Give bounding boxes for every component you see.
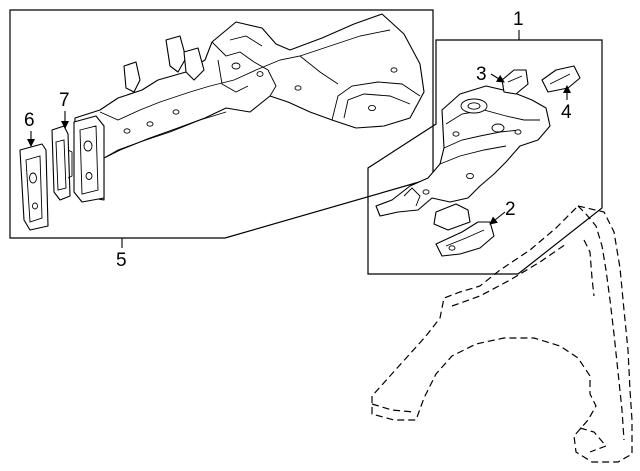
callout-5[interactable]: 5 xyxy=(116,238,127,271)
callout-3[interactable]: 3 xyxy=(476,64,505,85)
svg-text:2: 2 xyxy=(505,199,516,220)
front-sub-frame-assembly[interactable] xyxy=(375,85,551,231)
right-group-frame xyxy=(367,39,603,275)
svg-text:1: 1 xyxy=(513,9,524,30)
svg-text:7: 7 xyxy=(59,90,70,111)
closing-plate-part-6[interactable] xyxy=(19,143,49,231)
callout-1[interactable]: 1 xyxy=(513,9,524,40)
callout-2[interactable]: 2 xyxy=(489,199,516,225)
callout-6[interactable]: 6 xyxy=(24,110,35,147)
bracket-part-2[interactable] xyxy=(435,221,495,257)
reinforcement-part-7[interactable] xyxy=(51,125,73,201)
svg-text:6: 6 xyxy=(24,110,35,131)
front-side-member-assembly[interactable] xyxy=(73,13,425,203)
callout-4[interactable]: 4 xyxy=(561,85,572,123)
fender-outline xyxy=(371,205,633,463)
small-bracket-part-4[interactable] xyxy=(541,65,581,93)
callout-7[interactable]: 7 xyxy=(59,90,70,129)
svg-text:4: 4 xyxy=(561,102,572,123)
svg-text:5: 5 xyxy=(116,250,127,271)
svg-text:3: 3 xyxy=(476,64,487,85)
small-bracket-part-3[interactable] xyxy=(501,69,529,95)
left-group-frame xyxy=(9,9,434,239)
